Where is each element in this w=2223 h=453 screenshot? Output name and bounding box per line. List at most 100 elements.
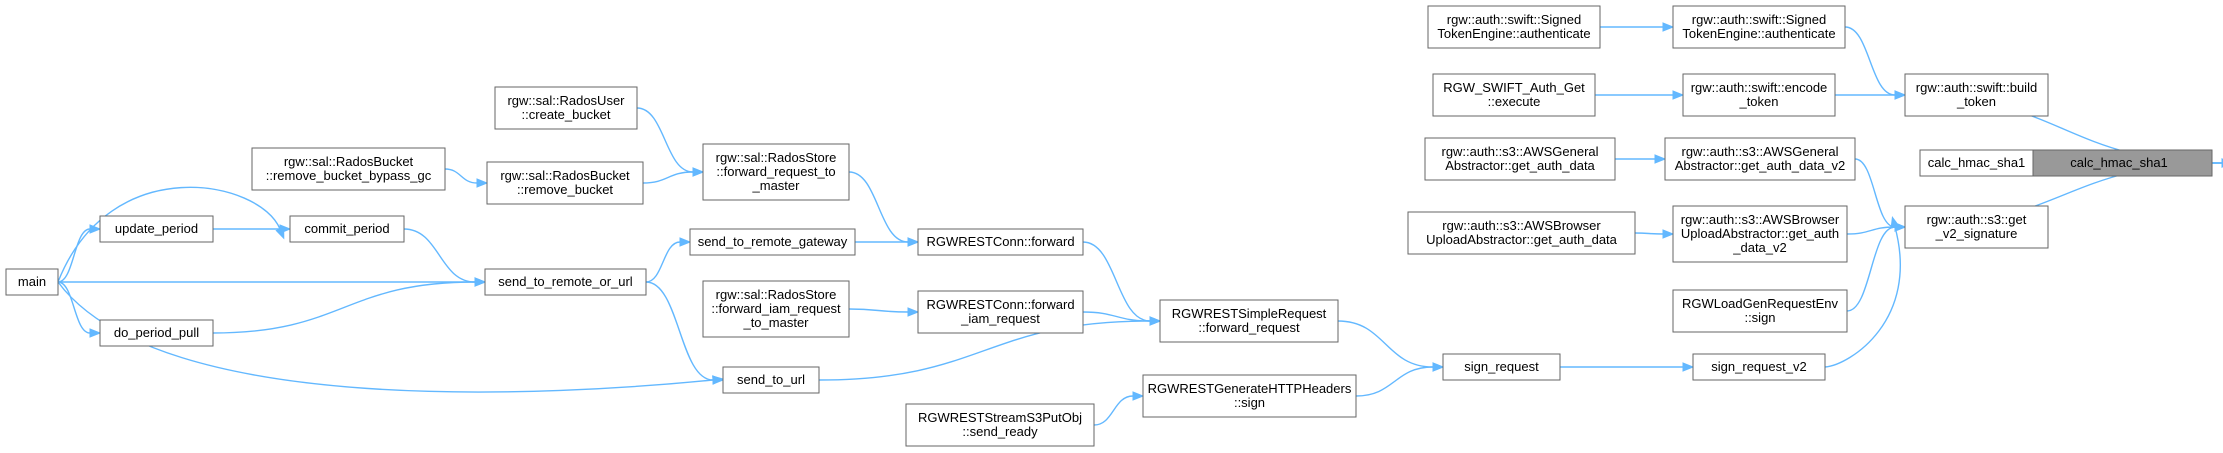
- node-main[interactable]: main: [5, 268, 59, 296]
- edge-remove_bucket_bypass_gc-to-remove_bucket: [444, 168, 489, 188]
- node-box: [1432, 73, 1596, 117]
- node-loadgen-sign[interactable]: RGWLoadGenRequestEnv::sign: [1672, 289, 1848, 333]
- node-label-line: commit_period: [304, 221, 389, 236]
- node-box: [486, 161, 644, 205]
- node-label-line: ::remove_bucket_bypass_gc: [266, 168, 432, 183]
- edge-aws_browser_get_auth_data-to-aws_browser_get_auth_data_v2: [1634, 229, 1675, 239]
- arrowhead-icon: [1682, 362, 1695, 372]
- node-label-line: RGW_SWIFT_Auth_Get: [1443, 80, 1585, 95]
- node-send-to-url[interactable]: send_to_url: [722, 366, 820, 394]
- node-commit-period[interactable]: commit_period: [289, 215, 405, 243]
- node-calc-hmac-sha1-caller[interactable]: calc_hmac_sha1: [1919, 149, 2034, 177]
- node-label-line: RGWRESTGenerateHTTPHeaders: [1148, 381, 1352, 396]
- node-label-line: UploadAbstractor::get_auth_data: [1426, 232, 1618, 247]
- edge-line: [1355, 366, 1434, 397]
- node-sign-request[interactable]: sign_request: [1442, 353, 1561, 381]
- node-signed-token-auth-b[interactable]: rgw::auth::swift::SignedTokenEngine::aut…: [1672, 5, 1846, 49]
- node-box: [1427, 5, 1601, 49]
- node-label-line: rgw::auth::s3::AWSGeneral: [1681, 144, 1838, 159]
- node-box: [1904, 205, 2049, 249]
- arrowhead-icon: [712, 375, 725, 385]
- edge-line: [636, 107, 694, 173]
- node-aws-browser-get-auth-data-v2[interactable]: rgw::auth::s3::AWSBrowserUploadAbstracto…: [1672, 205, 1848, 263]
- node-box: [1142, 374, 1357, 418]
- edge-forward_iam_to_master-to-conn_forward_iam: [848, 307, 920, 317]
- arrowhead-icon: [1890, 216, 1900, 229]
- node-label-line: ::forward_request_to: [716, 164, 835, 179]
- node-conn-forward[interactable]: RGWRESTConn::forward: [917, 228, 1084, 256]
- node-box: [99, 319, 214, 347]
- node-box: [689, 228, 856, 256]
- node-aws-general-get-auth-data-v2[interactable]: rgw::auth::s3::AWSGeneralAbstractor::get…: [1664, 137, 1856, 181]
- node-aws-browser-get-auth-data[interactable]: rgw::auth::s3::AWSBrowserUploadAbstracto…: [1407, 211, 1636, 255]
- node-label-line: rgw::auth::swift::Signed: [1447, 12, 1581, 27]
- edge-line: [848, 171, 909, 243]
- node-label-line: _to_master: [742, 315, 809, 330]
- arrowhead-icon: [474, 277, 487, 287]
- node-box: [1672, 289, 1848, 333]
- node-box: [289, 215, 405, 243]
- edge-line: [1844, 26, 1896, 96]
- arrowhead-icon: [1662, 22, 1675, 32]
- node-create-bucket[interactable]: rgw::sal::RadosUser::create_bucket: [494, 86, 638, 130]
- arrowhead-icon: [692, 167, 705, 177]
- edge-sign_request_v2-to-get_v2_signature: [1824, 216, 1901, 368]
- node-box: [917, 228, 1084, 256]
- node-sign-request-v2[interactable]: sign_request_v2: [1692, 353, 1826, 381]
- edge-signed_token_auth_b-to-build_token: [1844, 26, 1907, 100]
- node-send-to-remote-gateway[interactable]: send_to_remote_gateway: [689, 228, 856, 256]
- node-forward-iam-to-master[interactable]: rgw::sal::RadosStore::forward_iam_reques…: [702, 280, 850, 338]
- edge-simple_forward_request-to-sign_request: [1337, 320, 1445, 372]
- edge-forward_request_to_master-to-conn_forward: [848, 171, 920, 247]
- arrowhead-icon: [275, 226, 285, 240]
- node-generate-http-headers-sign[interactable]: RGWRESTGenerateHTTPHeaders::sign: [1142, 374, 1357, 418]
- nodes-layer: calc_hmac_sha1 rgw::auth::swift::build_to…: [5, 5, 2213, 447]
- edge-generate_http_headers_sign-to-sign_request: [1355, 362, 1445, 397]
- node-swift-auth-get-execute[interactable]: RGW_SWIFT_Auth_Get::execute: [1432, 73, 1596, 117]
- edge-line: [1824, 226, 1901, 368]
- node-label-line: rgw::sal::RadosBucket: [500, 168, 630, 183]
- arrowhead-icon: [1894, 90, 1907, 100]
- node-label-line: TokenEngine::authenticate: [1682, 26, 1835, 41]
- node-label-line: RGWRESTConn::forward: [926, 297, 1074, 312]
- node-conn-forward-iam[interactable]: RGWRESTConn::forward_iam_request: [917, 290, 1084, 334]
- node-send-to-remote-or-url[interactable]: send_to_remote_or_url: [484, 268, 647, 296]
- node-remove-bucket[interactable]: rgw::sal::RadosBucket::remove_bucket: [486, 161, 644, 205]
- node-simple-forward-request[interactable]: RGWRESTSimpleRequest::forward_request: [1159, 299, 1339, 343]
- node-update-period[interactable]: update_period: [99, 215, 214, 243]
- node-box: [1672, 5, 1846, 49]
- node-do-period-pull[interactable]: do_period_pull: [99, 319, 214, 347]
- node-label-line: RGWRESTConn::forward: [926, 234, 1074, 249]
- node-remove-bucket-bypass-gc[interactable]: rgw::sal::RadosBucket::remove_bucket_byp…: [251, 147, 446, 191]
- edge-line: [1337, 320, 1434, 368]
- edge-send_to_url-to-simple_forward_request: [818, 316, 1162, 381]
- node-get-v2-signature[interactable]: rgw::auth::s3::get_v2_signature: [1904, 205, 2049, 249]
- node-label-line: ::remove_bucket: [517, 182, 613, 197]
- arrowhead-icon: [1132, 391, 1145, 401]
- node-box: [1159, 299, 1339, 343]
- edge-line: [645, 281, 714, 381]
- node-label-line: Abstractor::get_auth_data_v2: [1675, 158, 1846, 173]
- node-label-line: rgw::sal::RadosBucket: [284, 154, 414, 169]
- node-aws-general-get-auth-data[interactable]: rgw::auth::s3::AWSGeneralAbstractor::get…: [1424, 137, 1616, 181]
- edge-line: [444, 168, 478, 184]
- edge-line: [1634, 232, 1664, 235]
- edge-main-to-send_to_remote_or_url: [57, 277, 487, 287]
- node-forward-request-to-master[interactable]: rgw::sal::RadosStore::forward_request_to…: [702, 143, 850, 201]
- node-box: [484, 268, 647, 296]
- edge-swift_auth_get_execute-to-encode_token: [1595, 90, 1685, 100]
- node-calc-hmac-sha1[interactable]: calc_hmac_sha1: [2025, 149, 2213, 177]
- node-stream-s3-put-send-ready[interactable]: RGWRESTStreamS3PutObj::send_ready: [905, 403, 1095, 447]
- node-label-line: send_to_remote_or_url: [498, 274, 633, 289]
- edge-line: [642, 171, 694, 184]
- node-label-line: ::sign: [1744, 310, 1775, 325]
- node-box: [5, 268, 59, 296]
- edge-line: [1854, 158, 1896, 228]
- node-label-line: rgw::auth::swift::encode: [1691, 80, 1828, 95]
- node-signed-token-auth-a[interactable]: rgw::auth::swift::SignedTokenEngine::aut…: [1427, 5, 1601, 49]
- node-encode-token[interactable]: rgw::auth::swift::encode_token: [1682, 73, 1836, 117]
- arrowhead-icon: [907, 237, 920, 247]
- node-label-line: rgw::auth::s3::get: [1927, 212, 2027, 227]
- node-box: [917, 290, 1084, 334]
- node-build-token[interactable]: rgw::auth::swift::build_token: [1904, 73, 2049, 117]
